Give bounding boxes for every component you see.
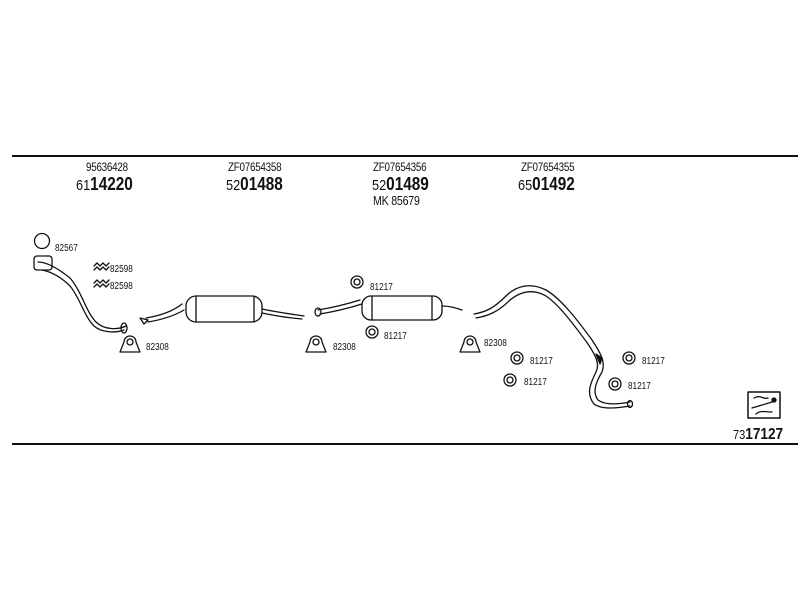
article-number-3: 5201489 xyxy=(372,174,429,195)
bracket-icon xyxy=(459,335,481,353)
article-main: 01489 xyxy=(386,174,429,194)
article-prefix: 52 xyxy=(226,177,241,194)
article-number-1: 6114220 xyxy=(76,174,133,195)
ring-icon xyxy=(350,275,364,289)
article-prefix: 65 xyxy=(518,177,533,194)
label-ring-6: 81217 xyxy=(628,381,651,392)
ring-icon xyxy=(503,373,517,387)
book-icon xyxy=(747,391,781,419)
top-rule xyxy=(12,155,798,157)
label-ring-1: 81217 xyxy=(370,282,393,293)
middle-silencer xyxy=(185,295,263,323)
bracket-icon xyxy=(305,335,327,353)
gasket-ring xyxy=(33,232,51,250)
label-ring-4: 81217 xyxy=(524,377,547,388)
ring-icon xyxy=(622,351,636,365)
clamp-icon xyxy=(93,262,110,267)
article-main: 17127 xyxy=(745,426,784,443)
mounting-kit-number: MK 85679 xyxy=(373,193,420,208)
center-silencer xyxy=(361,295,443,321)
article-number-4: 6501492 xyxy=(518,174,575,195)
label-bracket-3: 82308 xyxy=(484,338,507,349)
front-pipe xyxy=(37,261,127,330)
label-ring-2: 81217 xyxy=(384,331,407,342)
rear-pipe xyxy=(473,285,631,405)
article-prefix: 61 xyxy=(76,177,91,194)
ring-icon xyxy=(608,377,622,391)
part-number-2: ZF07654358 xyxy=(228,160,282,174)
middle-pipe xyxy=(145,303,183,319)
article-main: 01492 xyxy=(532,174,575,194)
label-bracket-2: 82308 xyxy=(333,342,356,353)
article-number-2: 5201488 xyxy=(226,174,283,195)
label-bracket-1: 82308 xyxy=(146,342,169,353)
article-prefix: 52 xyxy=(372,177,387,194)
label-ring-5: 81217 xyxy=(642,356,665,367)
label-clamp-b: 82598 xyxy=(110,281,133,292)
bracket-icon xyxy=(119,335,141,353)
clamp-icon xyxy=(93,279,110,284)
part-number-4: ZF07654355 xyxy=(521,160,575,174)
article-prefix: 73 xyxy=(733,427,746,442)
part-number-1: 95636428 xyxy=(86,160,128,174)
bottom-rule xyxy=(12,443,798,445)
ring-icon xyxy=(365,325,379,339)
front-flange xyxy=(33,255,53,271)
total-article-number: 7317127 xyxy=(733,426,783,444)
article-main: 01488 xyxy=(240,174,283,194)
part-number-3: ZF07654356 xyxy=(373,160,427,174)
article-main: 14220 xyxy=(90,174,133,194)
label-clamp-a: 82598 xyxy=(110,264,133,275)
ring-icon xyxy=(510,351,524,365)
label-ring-3: 81217 xyxy=(530,356,553,367)
label-gasket: 82567 xyxy=(55,243,78,254)
